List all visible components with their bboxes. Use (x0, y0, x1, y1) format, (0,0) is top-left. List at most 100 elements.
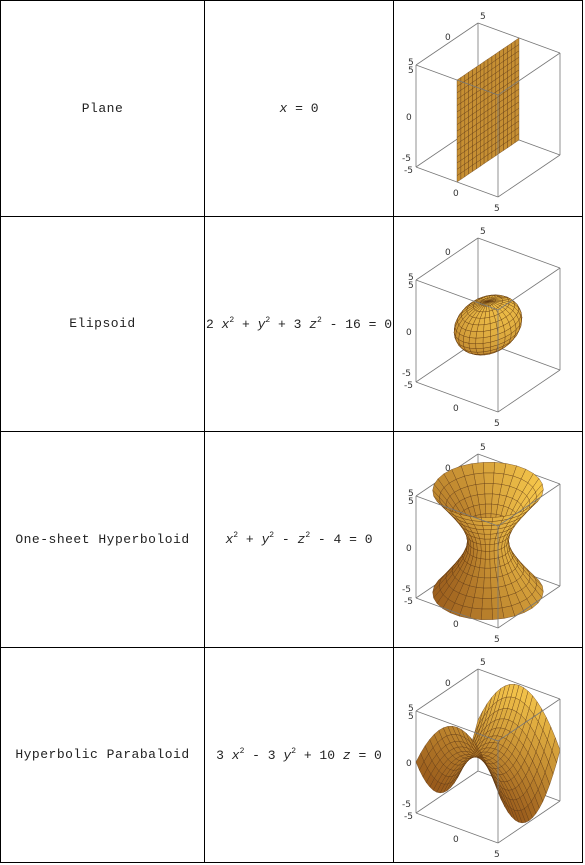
surface-facet (468, 343, 477, 350)
surface-facet (481, 597, 493, 609)
surface-facet (468, 337, 477, 345)
tick-label: 5 (480, 658, 486, 668)
surface-facet (484, 493, 493, 505)
tick-label: 5 (408, 712, 414, 722)
tick-label: 5 (494, 850, 500, 860)
box-edge (497, 369, 561, 413)
surface-facet (489, 538, 496, 545)
surface-facet (483, 461, 495, 473)
tick-label: 0 (453, 620, 459, 630)
box-edge (415, 710, 499, 742)
tick-label: 0 (406, 759, 412, 769)
tick-label: 5 (480, 227, 486, 237)
tick-label: 5 (494, 635, 500, 645)
tick-label: 5 (408, 281, 414, 291)
surface-equation: 2 x2 + y2 + 3 z2 - 16 = 0 (204, 215, 394, 432)
surface-facet (491, 597, 503, 609)
box-edge (415, 166, 499, 198)
box-edge (415, 668, 479, 712)
surface-facet (483, 577, 492, 589)
tick-label: 0 (453, 835, 459, 845)
box-edge (497, 698, 561, 742)
tick-label: 0 (445, 248, 451, 258)
surface-facet (484, 558, 491, 569)
surface-facet (469, 331, 478, 339)
surface-facet (489, 543, 495, 552)
tick-label: 0 (453, 189, 459, 199)
surface-facet (483, 317, 491, 326)
tick-label: 5 (408, 497, 414, 507)
box-edge (477, 237, 561, 269)
surface-name: Hyperbolic Parabaloid (0, 646, 205, 863)
surface-facet (514, 37, 520, 48)
surface-facet (483, 330, 491, 339)
tick-label: 0 (406, 328, 412, 338)
surface-facet (484, 567, 491, 578)
box-edge (497, 154, 561, 198)
surface-facet (489, 550, 495, 560)
surface-facet (480, 550, 486, 560)
tick-label: 5 (408, 66, 414, 76)
surface-facet (475, 348, 484, 353)
surface-equation: x2 + y2 - z2 - 4 = 0 (204, 431, 394, 648)
tick-label: -5 (404, 812, 413, 822)
tick-label: 0 (445, 679, 451, 689)
box-edge (415, 64, 499, 96)
surface-facet (489, 558, 496, 569)
tick-label: -5 (404, 597, 413, 607)
tick-label: 5 (480, 443, 486, 453)
surface-facet (475, 331, 484, 339)
tick-label: -5 (402, 800, 411, 810)
surface-facet (484, 533, 491, 540)
box-edge (477, 668, 561, 700)
tick-label: 0 (406, 113, 412, 123)
surface-name: Plane (0, 0, 205, 217)
surface-facet (475, 343, 484, 350)
tick-label: 5 (408, 704, 414, 714)
tick-label: -5 (404, 381, 413, 391)
surface-name: Elipsoid (0, 215, 205, 432)
surface-facet (471, 597, 483, 609)
tick-label: 0 (406, 544, 412, 554)
surface-facet (475, 337, 484, 345)
surface-facet (485, 503, 492, 514)
box-edge (415, 495, 499, 527)
tick-label: 0 (445, 464, 451, 474)
box-edge (415, 812, 499, 844)
surface-facet (484, 483, 494, 494)
tick-label: -5 (402, 369, 411, 379)
box-edge (497, 800, 561, 844)
tick-label: 5 (494, 419, 500, 429)
tick-label: 0 (453, 404, 459, 414)
surface-facet (482, 525, 492, 530)
tick-label: 5 (480, 12, 486, 22)
surface-facet (476, 542, 482, 551)
surface-facet (483, 472, 495, 484)
box-edge (415, 770, 479, 814)
box-edge (415, 597, 499, 629)
surface-facet (490, 576, 499, 588)
table-row: One-sheet Hyperboloid x2 + y2 - z2 - 4 =… (0, 431, 583, 648)
tick-label: 5 (408, 58, 414, 68)
box-edge (497, 267, 561, 311)
surface-name: One-sheet Hyperboloid (0, 431, 205, 648)
tick-label: 0 (445, 33, 451, 43)
box-edge (415, 237, 479, 281)
tick-label: -5 (404, 166, 413, 176)
surface-facet (469, 607, 483, 620)
surface-facet (479, 558, 486, 569)
tick-label: 5 (494, 204, 500, 214)
surface-facet (481, 608, 493, 620)
surface-facet (493, 780, 502, 801)
box-edge (415, 279, 499, 311)
surface-equation: x = 0 (204, 0, 394, 217)
